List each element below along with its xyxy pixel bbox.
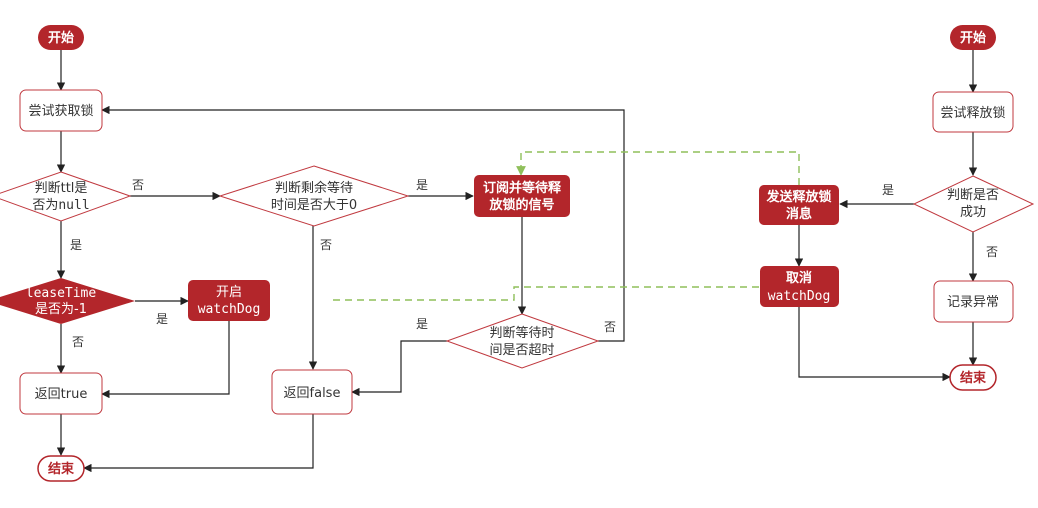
- label-lease-no: 否: [72, 335, 84, 349]
- judge-success-label-1: 判断是否: [947, 188, 999, 203]
- subscribe-label-2: 放锁的信号: [488, 197, 554, 213]
- record-error-node: [933, 280, 1014, 323]
- try-release-label: 尝试释放锁: [940, 105, 1005, 121]
- edge-watchdog-to-true: [101, 321, 230, 399]
- start-node-right-label: 开始: [960, 30, 986, 46]
- edge-timeout-no-to-acquire: [101, 105, 625, 342]
- label-timeout-yes: 是: [416, 317, 428, 331]
- subscribe-label-1: 订阅并等待释: [483, 180, 562, 196]
- judge-ttl-diamond: [0, 171, 132, 222]
- return-true-node: [19, 372, 103, 415]
- label-success-yes: 是: [882, 183, 894, 197]
- signal-dashed-to-subscribe: [516, 151, 800, 185]
- end-node-left: [37, 455, 85, 482]
- judge-ttl-label-1: 判断ttl是: [35, 181, 88, 196]
- end-node-left-label: 结束: [48, 461, 75, 477]
- judge-timeout-label-2: 间是否超时: [489, 343, 554, 358]
- send-release-label-2: 消息: [786, 206, 812, 222]
- return-false-node: [271, 369, 353, 415]
- judge-success-diamond: [912, 175, 1035, 233]
- signal-dashed-cancel: [333, 286, 762, 301]
- cancel-watchdog-label-1: 取消: [786, 270, 812, 286]
- label-lease-yes: 是: [156, 312, 168, 326]
- edge-false-to-end: [83, 414, 314, 473]
- lease-diamond: [0, 278, 135, 324]
- judge-timeout-label-1: 判断等待时: [489, 325, 554, 341]
- label-success-no: 否: [986, 245, 998, 259]
- end-node-right: [949, 364, 997, 391]
- label-remain-no: 否: [320, 238, 332, 252]
- return-true-label: 返回true: [35, 387, 88, 402]
- judge-ttl-label-2: 否为null: [32, 198, 89, 213]
- label-ttl-yes: 是: [70, 238, 82, 252]
- judge-timeout-diamond: [445, 313, 600, 369]
- cancel-watchdog-label-2: watchDog: [768, 289, 831, 304]
- edge-timeout-yes-to-false: [351, 340, 447, 397]
- judge-remain-label-1: 判断剩余等待: [275, 180, 353, 196]
- judge-success-label-2: 成功: [960, 205, 986, 220]
- record-error-label: 记录异常: [947, 295, 999, 310]
- send-release-node: [759, 185, 839, 225]
- try-release-node: [932, 91, 1014, 133]
- start-node-left-label: 开始: [48, 30, 74, 46]
- judge-remain-diamond: [218, 165, 410, 227]
- edge-cancel-to-end: [798, 307, 951, 382]
- watchdog-label-2: watchDog: [198, 302, 261, 317]
- cancel-watchdog-node: [760, 266, 839, 307]
- judge-remain-label-2: 时间是否大于0: [271, 198, 357, 213]
- label-timeout-no: 否: [604, 320, 616, 334]
- try-acquire-node: [19, 89, 103, 132]
- send-release-label-1: 发送释放锁: [765, 189, 831, 205]
- lease-label-2: 是否为-1: [35, 302, 87, 317]
- start-node-left: [38, 25, 84, 50]
- start-node-right: [950, 25, 996, 50]
- watchdog-node: [188, 280, 270, 321]
- watchdog-label-1: 开启: [216, 285, 242, 300]
- end-node-right-label: 结束: [960, 370, 987, 386]
- subscribe-node: [474, 175, 570, 217]
- return-false-label: 返回false: [284, 386, 341, 401]
- label-ttl-no: 否: [132, 178, 144, 192]
- label-remain-yes: 是: [416, 178, 428, 192]
- try-acquire-label: 尝试获取锁: [28, 103, 93, 119]
- lease-label-1: leaseTime: [26, 286, 97, 301]
